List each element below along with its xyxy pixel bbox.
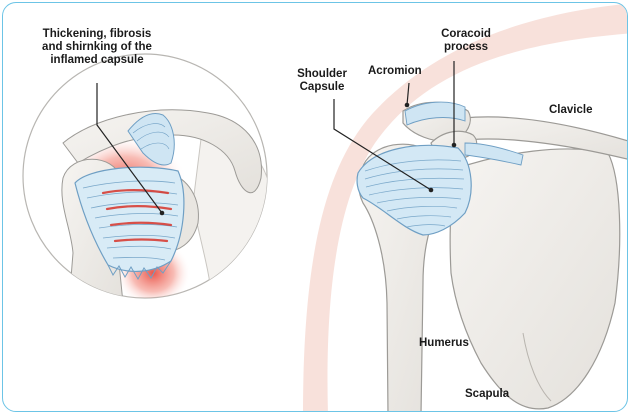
full-shoulder-anatomy: [303, 3, 628, 412]
label-clavicle: Clavicle: [549, 104, 592, 117]
scapula-bone: [450, 149, 620, 409]
inset-magnified-shoulder: [23, 54, 273, 307]
label-coracoid-process: Coracoid process: [431, 28, 501, 54]
diagram-frame: Thickening, fibrosis and shirnking of th…: [2, 2, 628, 412]
label-scapula: Scapula: [465, 388, 509, 401]
label-shoulder-capsule: Shoulder Capsule: [289, 68, 355, 94]
label-acromion: Acromion: [368, 65, 422, 78]
label-humerus: Humerus: [419, 337, 469, 350]
label-inflamed-capsule: Thickening, fibrosis and shirnking of th…: [17, 28, 177, 67]
